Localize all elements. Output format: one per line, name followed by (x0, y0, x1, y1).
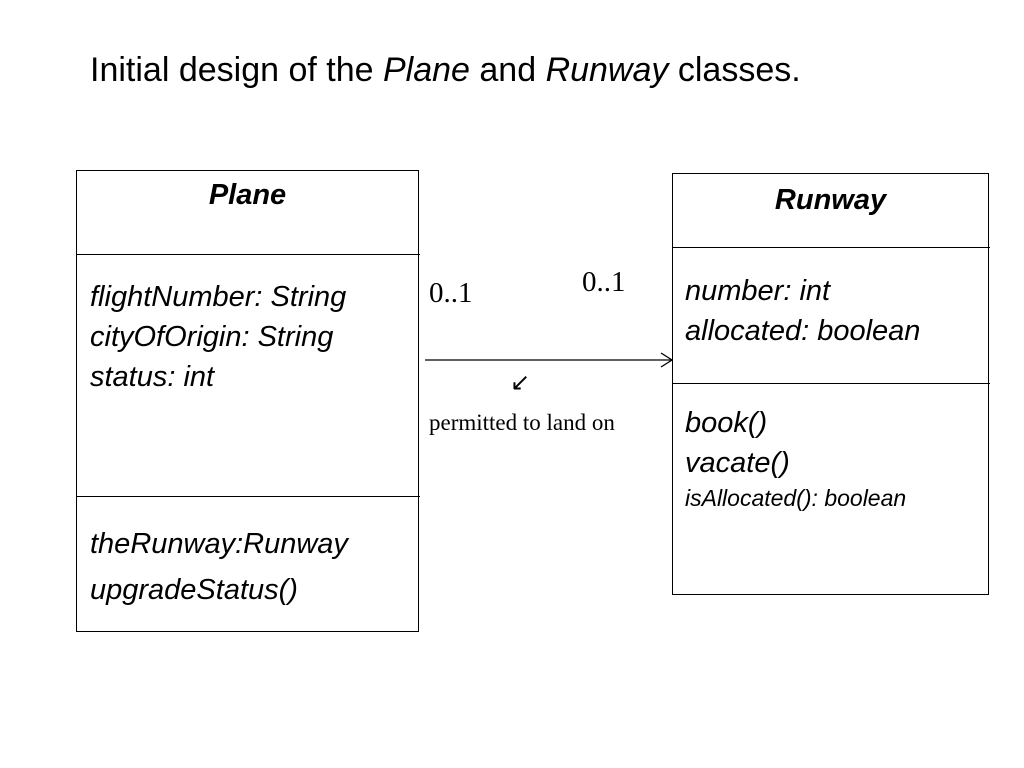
plane-operation: upgradeStatus() (90, 574, 298, 606)
runway-operation: isAllocated(): boolean (685, 485, 907, 511)
title-runway: Runway (545, 51, 669, 89)
plane-class-name: Plane (208, 179, 287, 211)
runway-attributes: number: int allocated: boolean (685, 271, 988, 351)
runway-operation: book() (685, 407, 768, 439)
runway-multiplicity: 0..1 (582, 266, 626, 298)
plane-attribute: flightNumber: String (90, 281, 347, 313)
plane-attr-divider (77, 496, 420, 497)
plane-operation: theRunway:Runway (90, 528, 348, 560)
runway-operation: vacate() (685, 447, 790, 479)
plane-attribute: cityOfOrigin: String (90, 321, 334, 353)
runway-attr-divider (673, 383, 990, 384)
plane-multiplicity: 0..1 (429, 277, 473, 309)
plane-attribute: status: int (90, 361, 215, 393)
runway-class-name: Runway (774, 184, 887, 216)
page-title: Initial design of the Plane and Runway c… (90, 51, 801, 89)
title-part2: and (469, 51, 546, 89)
plane-name-divider (77, 254, 420, 255)
plane-attributes: flightNumber: String cityOfOrigin: Strin… (90, 277, 418, 397)
plane-class-box[interactable]: Plane flightNumber: String cityOfOrigin:… (76, 170, 420, 632)
runway-name-divider (673, 247, 990, 248)
runway-operations: book() vacate() isAllocated(): boolean (685, 403, 988, 513)
plane-operations: theRunway:Runway upgradeStatus() (90, 521, 418, 613)
arrowhead-icon (660, 352, 674, 368)
title-part1: Initial design of the (90, 51, 383, 89)
runway-attribute: allocated: boolean (685, 315, 921, 347)
direction-arrow-icon: ↙ (510, 368, 531, 396)
title-plane: Plane (382, 51, 470, 89)
runway-class-box[interactable]: Runway number: int allocated: boolean bo… (672, 173, 990, 595)
title-part3: classes. (668, 51, 801, 89)
association-label: permitted to land on (429, 410, 615, 435)
runway-attribute: number: int (685, 275, 831, 307)
